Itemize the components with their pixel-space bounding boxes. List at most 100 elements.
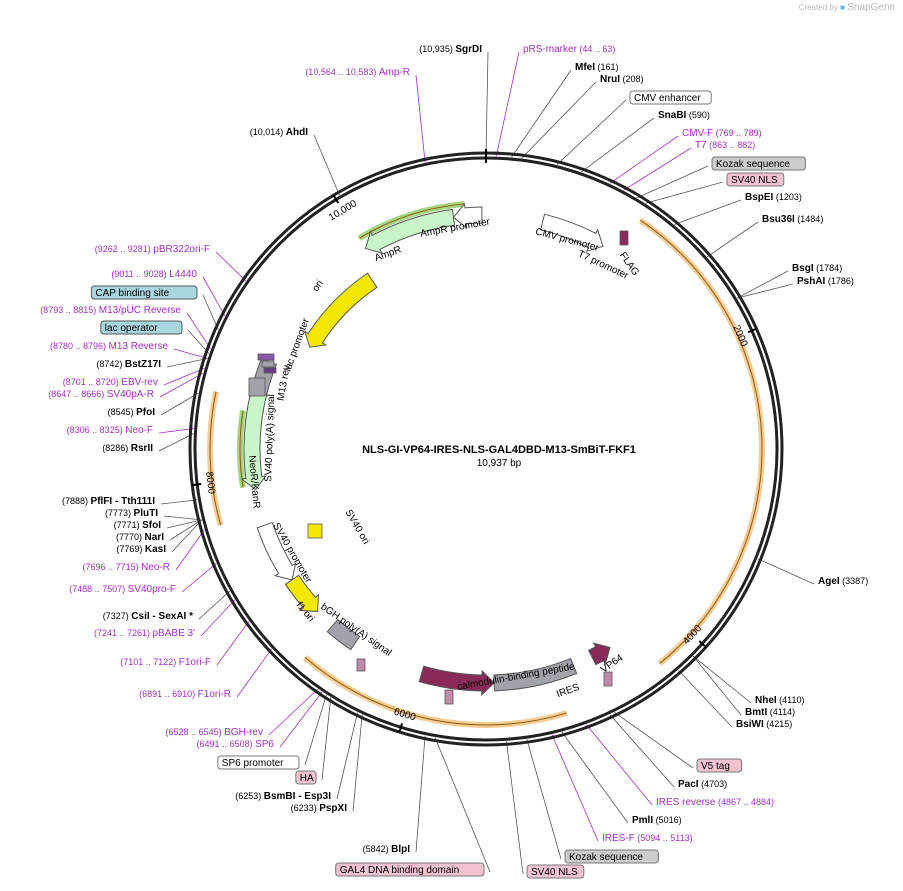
leader-nrui — [521, 81, 597, 159]
site-name: BstZ17I — [125, 359, 161, 370]
label-l4440: (9011 .. 9028) L4440 — [111, 269, 197, 280]
label-neor-p: (7696 .. 7715) Neo-R — [83, 562, 170, 573]
plasmid-size: 10,937 bp — [477, 458, 522, 469]
box-label-gal4: GAL4 DNA binding domain — [340, 865, 460, 876]
feature-label: lac promoter — [282, 316, 312, 373]
box-label-sv40nls1: SV40 NLS — [731, 175, 778, 186]
leader-v5 — [614, 712, 694, 769]
minor-feature — [263, 367, 277, 374]
site-pos: (4114) — [767, 707, 795, 717]
site-name: PshAI — [797, 276, 826, 287]
label-neof: (8306 .. 8325) Neo-F — [67, 425, 153, 436]
feature-f1ori — [284, 574, 320, 613]
label-f1orir: (6891 .. 6910) F1ori-R — [139, 689, 231, 700]
leader-nari — [169, 519, 202, 541]
primer-name: pBABE 3' — [153, 628, 196, 639]
feature-vp64 — [587, 642, 611, 666]
site-name: AhdI — [286, 127, 308, 138]
leader-t7 — [623, 147, 692, 191]
primer-name: F1ori-R — [198, 689, 231, 700]
leader-sgrdi — [485, 51, 489, 157]
leader-ahdi — [313, 134, 340, 196]
site-name: BlpI — [391, 844, 410, 855]
site-name: BsgI — [792, 263, 814, 274]
branding-brand: SnapGene — [847, 2, 895, 13]
leader-bsgi — [736, 270, 789, 299]
feature-bgh — [326, 618, 361, 651]
feature-sv40-prom — [256, 521, 297, 581]
box-sv40nls2 — [526, 864, 585, 879]
site-name: PmlI — [632, 815, 653, 826]
site-name: KasI — [145, 544, 166, 555]
label-rsrii: (8286) RsrII — [102, 443, 153, 454]
leader-plutI — [163, 515, 202, 521]
branding: Created by ■ SnapGene — [799, 2, 895, 13]
label-iresrev: IRES reverse (4867 .. 4884) — [656, 797, 774, 808]
label-plutI: (7773) PluTI — [105, 508, 158, 519]
feature-arrows — [240, 202, 629, 705]
box-label-v5: V5 tag — [701, 761, 730, 772]
primer-pos: (7241 .. 7261) — [94, 628, 153, 638]
minor-feature — [619, 230, 629, 246]
label-pbabe: (7241 .. 7261) pBABE 3' — [94, 628, 195, 639]
primer-pos: (9262 .. 9281) — [95, 244, 154, 254]
primer-pos: (4867 .. 4884) — [715, 797, 774, 807]
label-kasi: (7769) KasI — [116, 544, 166, 555]
box-label-ha: HA — [300, 773, 314, 784]
tick-mark — [698, 640, 707, 648]
primer-pos: (8306 .. 8325) — [67, 425, 126, 435]
label-nhei: NheI (4110) — [755, 695, 805, 706]
site-pos: (10,014) — [250, 127, 286, 137]
tick-mark — [398, 723, 404, 733]
primer-pos: (7488 .. 7507) — [69, 584, 128, 594]
primer-pos: (8780 .. 8796) — [50, 341, 109, 351]
label-agei: AgeI (3387) — [818, 576, 868, 587]
leader-pflfi — [160, 499, 198, 505]
leader-mfei — [511, 69, 572, 158]
box-v5 — [696, 758, 743, 773]
site-name: Bsu36I — [762, 214, 795, 225]
label-m13rev: (8780 .. 8796) M13 Reverse — [50, 341, 168, 352]
tick-label: 8000 — [203, 471, 217, 495]
arc-core-green-top — [359, 203, 465, 239]
label-snabi: SnaBI (590) — [658, 110, 710, 121]
minor-feature — [307, 523, 323, 539]
leader-bghrev — [268, 688, 319, 736]
label-sgrdi: (10,935) SgrDI — [419, 44, 482, 55]
tick-mark — [192, 482, 202, 487]
box-label-kozak1: Kozak sequence — [716, 159, 790, 170]
label-mfei: MfeI (161) — [575, 62, 619, 73]
site-name: PfoI — [136, 407, 155, 418]
primer-pos: (6491 .. 6508) — [197, 739, 256, 749]
primer-pos: (6528 .. 6545) — [166, 727, 225, 737]
leader-sv40par — [159, 372, 204, 398]
annotation-arcs — [207, 200, 765, 728]
feature-ori — [303, 272, 378, 348]
primer-name: pRS-marker — [523, 44, 578, 55]
label-m13puc: (8793 .. 8815) M13/pUC Reverse — [40, 305, 181, 316]
primer-name: SV40pA-R — [107, 389, 154, 400]
primer-name: M13/pUC Reverse — [99, 305, 182, 316]
arc-orange-bottom — [302, 655, 568, 728]
leader-cap — [202, 294, 219, 330]
feature-neor — [240, 389, 268, 491]
site-name: BsmBI - Esp3I — [264, 791, 331, 802]
feature-label: NeoR/KanR — [246, 455, 262, 509]
site-pos: (6233) — [291, 803, 320, 813]
box-kozak1 — [711, 156, 806, 171]
label-bsmbi: (6253) BsmBI - Esp3I — [235, 791, 331, 802]
leader-agei — [757, 558, 815, 585]
leader-f1orir — [236, 648, 273, 698]
leader-sfoi — [166, 519, 202, 529]
primer-name: Neo-R — [141, 562, 170, 573]
minor-feature — [356, 658, 366, 672]
box-sv40nls1 — [726, 172, 785, 187]
box-kozak2 — [564, 849, 659, 864]
leader-lacop — [187, 329, 210, 354]
site-name: NarI — [145, 532, 165, 543]
feature-label: M13 rev — [276, 364, 293, 401]
primer-name: EBV-rev — [121, 377, 158, 388]
site-name: PflFI - Tth111I — [91, 496, 156, 507]
